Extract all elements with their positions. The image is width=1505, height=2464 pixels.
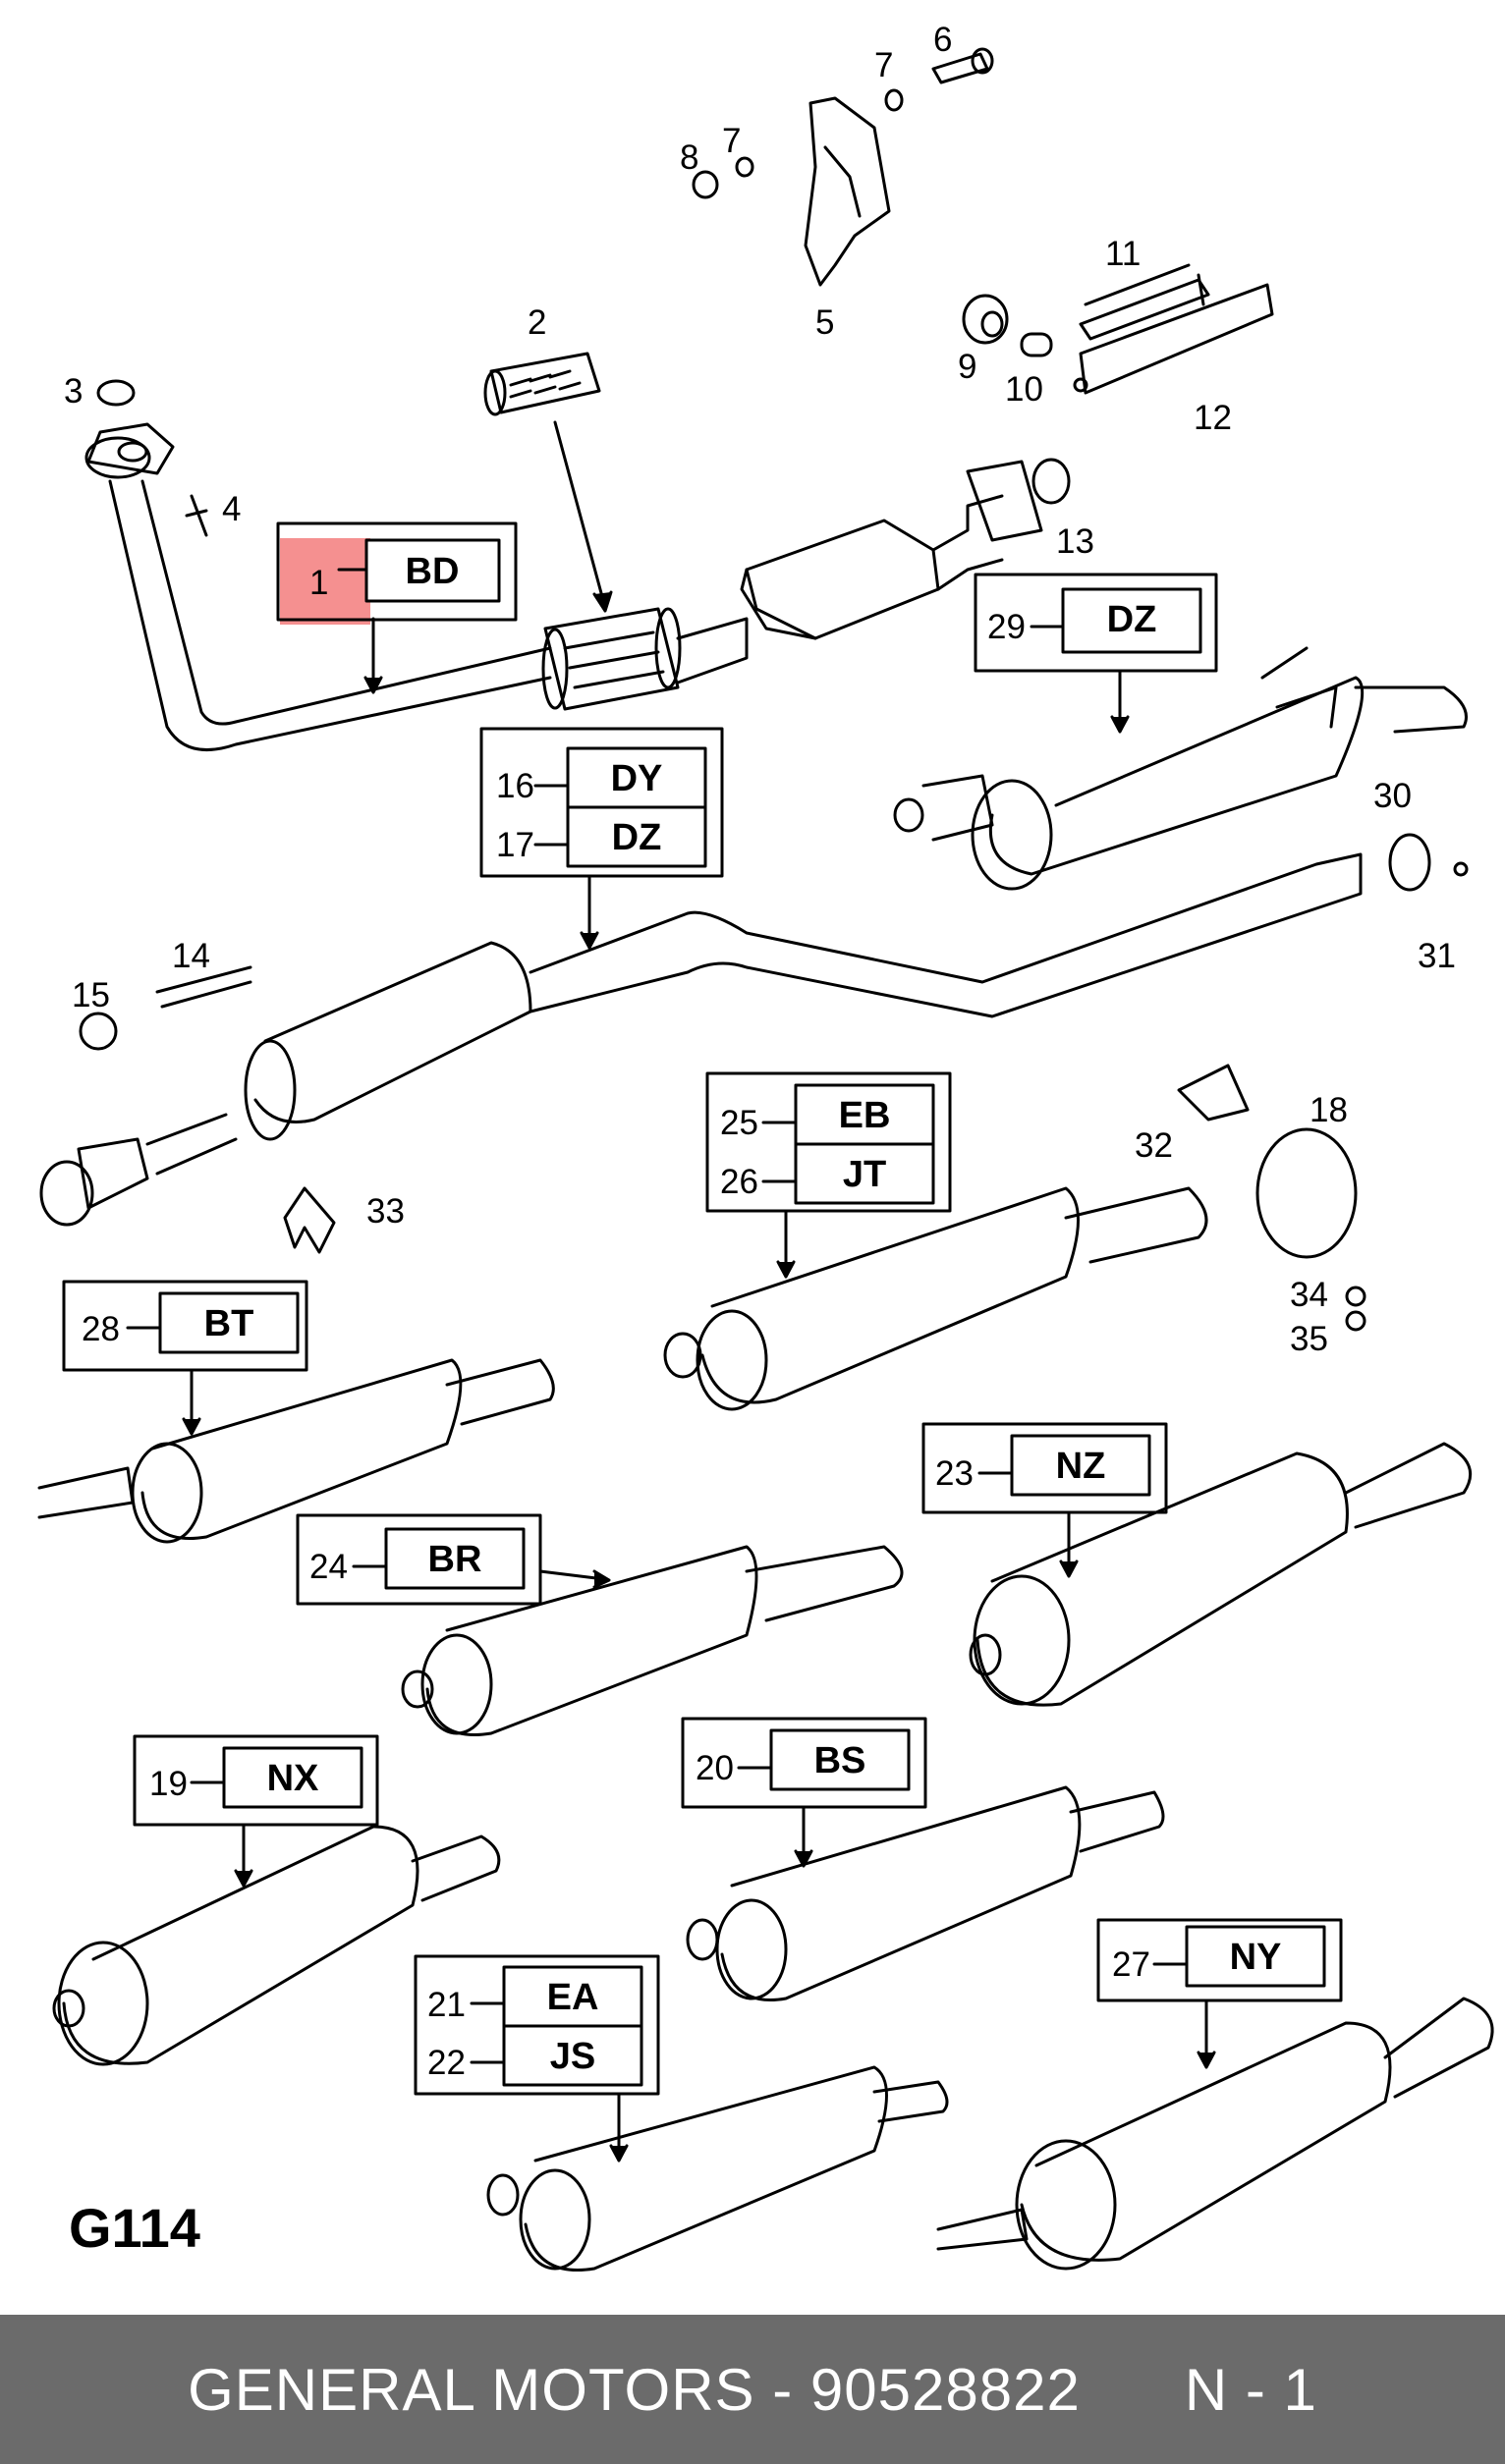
rear-box-29-drawing	[893, 646, 1468, 891]
muffler-25-26-drawing	[663, 1186, 1208, 1411]
callout-6: 6	[933, 21, 952, 59]
callout-4: 4	[222, 490, 241, 528]
muffler-19-drawing	[52, 1825, 501, 2066]
mount-parts-drawing	[962, 263, 1274, 395]
clamps-drawing	[1177, 833, 1469, 1332]
callout-18: 18	[1310, 1091, 1348, 1129]
code-21: EA	[547, 1977, 599, 2018]
label-box-1	[276, 521, 518, 694]
label-box-27	[1096, 1918, 1343, 2069]
code-16: DY	[611, 758, 663, 799]
label-box-21-22	[414, 1954, 660, 2163]
callout-14: 14	[172, 937, 210, 975]
callout-11: 11	[1105, 235, 1141, 273]
muffler-20-drawing	[686, 1785, 1165, 2001]
callout-24: 24	[309, 1548, 348, 1586]
callout-12: 12	[1194, 399, 1232, 437]
muffler-23-drawing	[969, 1442, 1473, 1707]
callout-1: 1	[309, 564, 328, 602]
label-box-24	[296, 1513, 611, 1606]
footer-bar: GENERAL MOTORS - 90528822 N - 1	[0, 2315, 1505, 2464]
code-19: NX	[267, 1758, 319, 1799]
footer-ref: N - 1	[1184, 2356, 1317, 2423]
callout-17: 17	[496, 826, 534, 864]
code-1: BD	[406, 551, 460, 592]
footer-part-number: 90528822	[809, 2356, 1081, 2423]
callout-35: 35	[1290, 1320, 1328, 1358]
flex-joint-drawing	[483, 352, 682, 711]
label-box-28	[62, 1280, 308, 1436]
callout-16: 16	[496, 767, 534, 805]
callout-15: 15	[72, 976, 110, 1014]
label-box-29	[974, 573, 1218, 734]
gasket-drawing	[96, 379, 136, 407]
code-25: EB	[839, 1095, 891, 1136]
code-29: DZ	[1107, 599, 1157, 640]
callout-19: 19	[149, 1765, 188, 1803]
callout-34: 34	[1290, 1276, 1328, 1314]
label-box-19	[133, 1734, 379, 1888]
code-20: BS	[814, 1740, 866, 1781]
code-27: NY	[1230, 1937, 1282, 1978]
callout-7a: 7	[874, 46, 893, 84]
callout-13: 13	[1056, 522, 1094, 561]
label-box-20	[681, 1717, 927, 1868]
code-26: JT	[843, 1154, 886, 1195]
code-28: BT	[204, 1303, 254, 1344]
callout-8: 8	[680, 138, 698, 177]
code-17: DZ	[612, 817, 662, 858]
muffler-24-drawing	[401, 1545, 904, 1736]
code-24: BR	[428, 1539, 482, 1580]
diagram-code: G114	[69, 2197, 200, 2259]
footer-separator: -	[754, 2356, 810, 2423]
exhaust-system-diagram: 1 2 3 4 5 6 7 7 8 9 10 11 12 13 14 15 16…	[37, 21, 1494, 2272]
footer-brand: GENERAL MOTORS	[188, 2356, 755, 2423]
footer-text: GENERAL MOTORS - 90528822 N - 1	[0, 2315, 1505, 2464]
callout-26: 26	[720, 1163, 758, 1201]
label-box-16-17	[479, 727, 724, 950]
callout-3: 3	[64, 372, 83, 411]
callout-31: 31	[1418, 937, 1456, 975]
stud-drawing	[185, 494, 208, 537]
callout-32: 32	[1135, 1126, 1173, 1165]
bracket-drawing	[692, 47, 994, 287]
muffler-27-drawing	[936, 1997, 1494, 2271]
callout-28: 28	[82, 1310, 120, 1348]
label-box-25-26	[705, 1071, 952, 1279]
label-box-23	[921, 1422, 1168, 1578]
callout-20: 20	[696, 1749, 734, 1787]
callout-27: 27	[1112, 1945, 1150, 1984]
part-1-highlight	[280, 538, 370, 625]
middle-pipe-drawing	[39, 852, 1363, 1254]
callout-5: 5	[815, 303, 834, 342]
callout-10: 10	[1005, 370, 1043, 409]
muffler-28-drawing	[37, 1358, 555, 1544]
callout-29: 29	[987, 608, 1026, 646]
callout-33: 33	[366, 1192, 405, 1231]
front-pipe-drawing	[84, 422, 552, 752]
callout-2: 2	[528, 303, 546, 342]
callout-21: 21	[427, 1986, 466, 2024]
callout-25: 25	[720, 1104, 758, 1142]
callout-23: 23	[935, 1454, 974, 1493]
callout-7b: 7	[722, 122, 741, 160]
code-22: JS	[550, 2036, 595, 2077]
callout-9: 9	[958, 348, 976, 386]
callout-22: 22	[427, 2044, 466, 2082]
muffler-21-22-drawing	[486, 2065, 949, 2272]
callout-30: 30	[1373, 777, 1412, 815]
code-23: NZ	[1056, 1446, 1106, 1487]
catalytic-converter-drawing	[676, 458, 1071, 684]
